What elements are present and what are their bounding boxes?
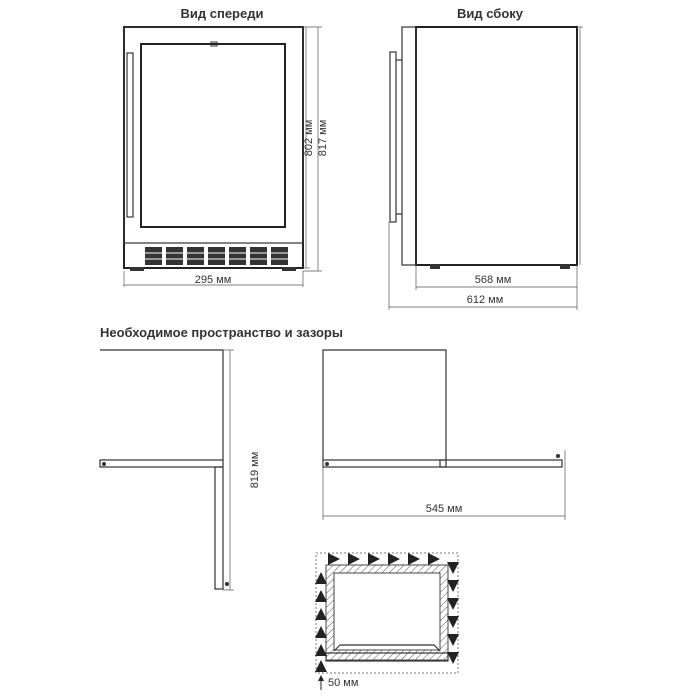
door-open-180-drawing bbox=[322, 349, 566, 520]
ventilation-drawing bbox=[315, 552, 459, 690]
side-depth-body-label: 568 мм bbox=[475, 274, 512, 286]
ventilation-gap-label: 50 мм bbox=[328, 677, 358, 689]
front-height-total-label: 817 мм bbox=[317, 120, 329, 157]
airflow-arrows bbox=[315, 553, 459, 672]
door-open-depth-label: 819 мм bbox=[249, 452, 261, 489]
door-open-side-label: 545 мм bbox=[426, 503, 463, 515]
clearance-title: Необходимое пространство и зазоры bbox=[100, 325, 343, 340]
side-depth-total-label: 612 мм bbox=[467, 294, 504, 306]
front-view-title: Вид спереди bbox=[181, 6, 264, 21]
side-view-title: Вид сбоку bbox=[457, 6, 524, 21]
front-width-label: 295 мм bbox=[195, 274, 232, 286]
front-height-body-label: 802 мм bbox=[303, 120, 315, 157]
door-open-90-drawing bbox=[99, 349, 234, 591]
side-view-drawing bbox=[388, 26, 583, 310]
front-view-drawing bbox=[123, 26, 322, 287]
